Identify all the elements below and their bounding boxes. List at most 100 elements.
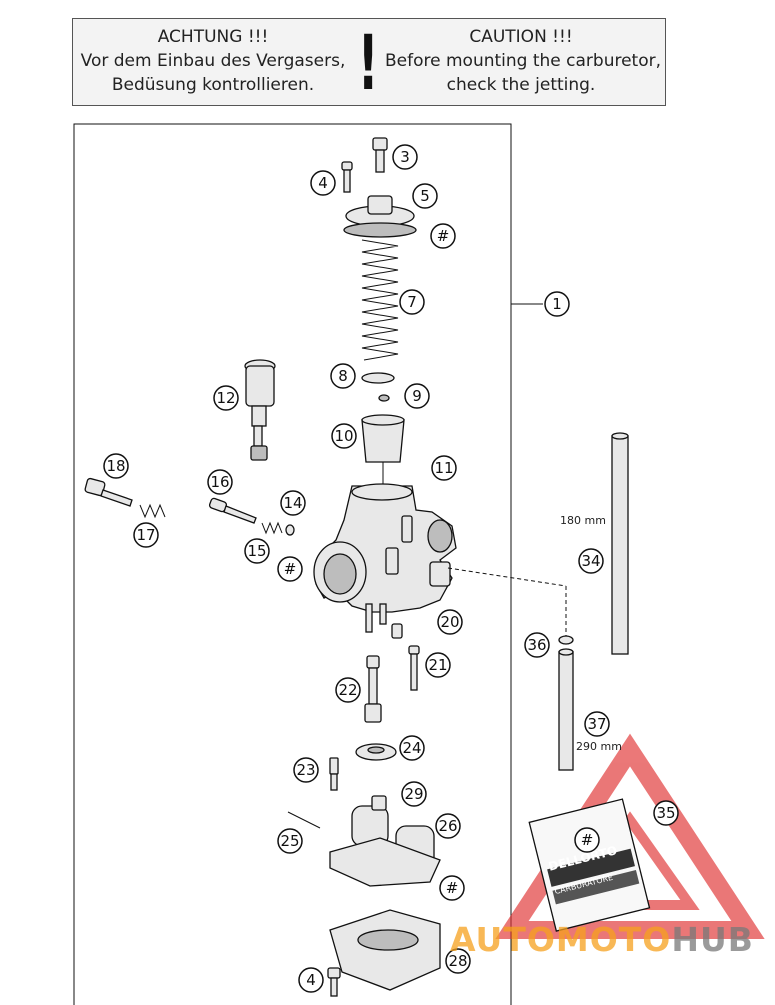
callout-label: 7	[407, 293, 417, 311]
part-valve-23	[329, 757, 339, 791]
callout-10: 10	[331, 423, 357, 449]
part-screw-18	[84, 477, 133, 507]
callout-15: 15	[244, 538, 270, 564]
callout-label: #	[446, 879, 459, 897]
callout-circle	[401, 781, 427, 807]
callout-circle	[277, 828, 303, 854]
callout-label: 20	[440, 613, 459, 631]
callout-circle	[404, 383, 430, 409]
callout-label: 21	[428, 656, 447, 674]
part-choke-12	[244, 359, 276, 461]
callout-label: 14	[283, 494, 302, 512]
part-washer-14	[285, 524, 295, 536]
callout-circle	[439, 875, 465, 901]
watermark-text: AUTOMOTOHUB	[450, 920, 754, 959]
callout-label: 36	[527, 636, 546, 654]
callout-label: #	[437, 227, 450, 245]
watermark-part1: AUTO	[450, 920, 556, 959]
part-tube-34	[611, 432, 629, 655]
callout-18: 18	[103, 453, 129, 479]
caution-german-line2: Vor dem Einbau des Vergasers,	[80, 51, 346, 71]
callout-label: 4	[318, 174, 328, 192]
callout-circle	[310, 170, 336, 196]
callout-circle	[412, 183, 438, 209]
caution-german-line3: Bedüsung kontrollieren.	[111, 75, 315, 95]
callout-29: 29	[401, 781, 427, 807]
part-jet-21	[408, 645, 420, 691]
caution-english-title: CAUTION !!!	[469, 27, 573, 47]
callout-label: 25	[280, 832, 299, 850]
callout-36: 36	[524, 632, 550, 658]
part-spring-7	[361, 239, 399, 361]
callout-20: 20	[437, 609, 463, 635]
callout-label: 34	[581, 552, 600, 570]
callout-16: 16	[207, 469, 233, 495]
callout-circle	[578, 548, 604, 574]
callout-label: 10	[334, 427, 353, 445]
callout-label: 4	[306, 971, 316, 989]
callout-hash: #	[430, 223, 456, 249]
callout-circle	[574, 827, 600, 853]
caution-english-line3: check the jetting.	[446, 75, 596, 95]
callout-24: 24	[399, 735, 425, 761]
callout-label: 16	[210, 473, 229, 491]
callout-label: 9	[412, 387, 422, 405]
callout-7: 7	[399, 289, 425, 315]
callout-circle	[445, 948, 471, 974]
part-pin-25	[287, 811, 321, 829]
part-clamp-36	[558, 635, 574, 645]
callout-label: 35	[656, 804, 675, 822]
caution-english-line2: Before mounting the carburetor,	[385, 51, 662, 71]
callout-label: 22	[338, 681, 357, 699]
callout-circle	[524, 632, 550, 658]
callout-label: 11	[434, 459, 453, 477]
callout-circle	[653, 800, 679, 826]
callout-12: 12	[213, 385, 239, 411]
part-gasket-24	[355, 743, 397, 761]
caution-box: ACHTUNG !!! Vor dem Einbau des Vergasers…	[72, 18, 666, 106]
callout-14: 14	[280, 490, 306, 516]
callout-8: 8	[330, 363, 356, 389]
caution-german-title: ACHTUNG !!!	[157, 27, 269, 47]
callout-label: 3	[400, 148, 410, 166]
callout-circle	[133, 522, 159, 548]
callout-circle	[431, 455, 457, 481]
callout-28: 28	[445, 948, 471, 974]
callout-11: 11	[431, 455, 457, 481]
callout-3: 3	[392, 144, 418, 170]
callout-26: 26	[435, 813, 461, 839]
part-washer-8	[361, 372, 395, 384]
callout-circle	[207, 469, 233, 495]
callout-label: 12	[216, 389, 235, 407]
part-screw-4-bottom	[327, 967, 341, 997]
callout-22: 22	[335, 677, 361, 703]
callout-circle	[331, 423, 357, 449]
callout-label: 28	[448, 952, 467, 970]
callout-circle	[280, 490, 306, 516]
callout-label: 18	[106, 457, 125, 475]
callout-circle	[277, 556, 303, 582]
callout-hash: #	[277, 556, 303, 582]
part-screw-3	[372, 137, 388, 173]
part-spring-15	[261, 521, 283, 535]
callout-circle	[293, 757, 319, 783]
callout-5: 5	[412, 183, 438, 209]
callout-label: #	[581, 831, 594, 849]
callout-circle	[335, 677, 361, 703]
callout-hash: #	[439, 875, 465, 901]
part-bowl-28	[329, 909, 441, 991]
part-screw-16	[208, 497, 257, 524]
part-clip-9	[378, 394, 390, 402]
part-jet-20	[391, 623, 403, 639]
callout-group: 1345#7891011121415161718#20212223242526#…	[103, 144, 679, 993]
callout-circle	[425, 652, 451, 678]
callout-34: 34	[578, 548, 604, 574]
callout-circle	[544, 291, 570, 317]
part-tube-37	[558, 648, 574, 771]
assembly-frame	[73, 123, 512, 1005]
callout-label: 26	[438, 817, 457, 835]
callout-circle	[430, 223, 456, 249]
callout-4: 4	[310, 170, 336, 196]
callout-25: 25	[277, 828, 303, 854]
part-slide-10	[361, 414, 405, 463]
